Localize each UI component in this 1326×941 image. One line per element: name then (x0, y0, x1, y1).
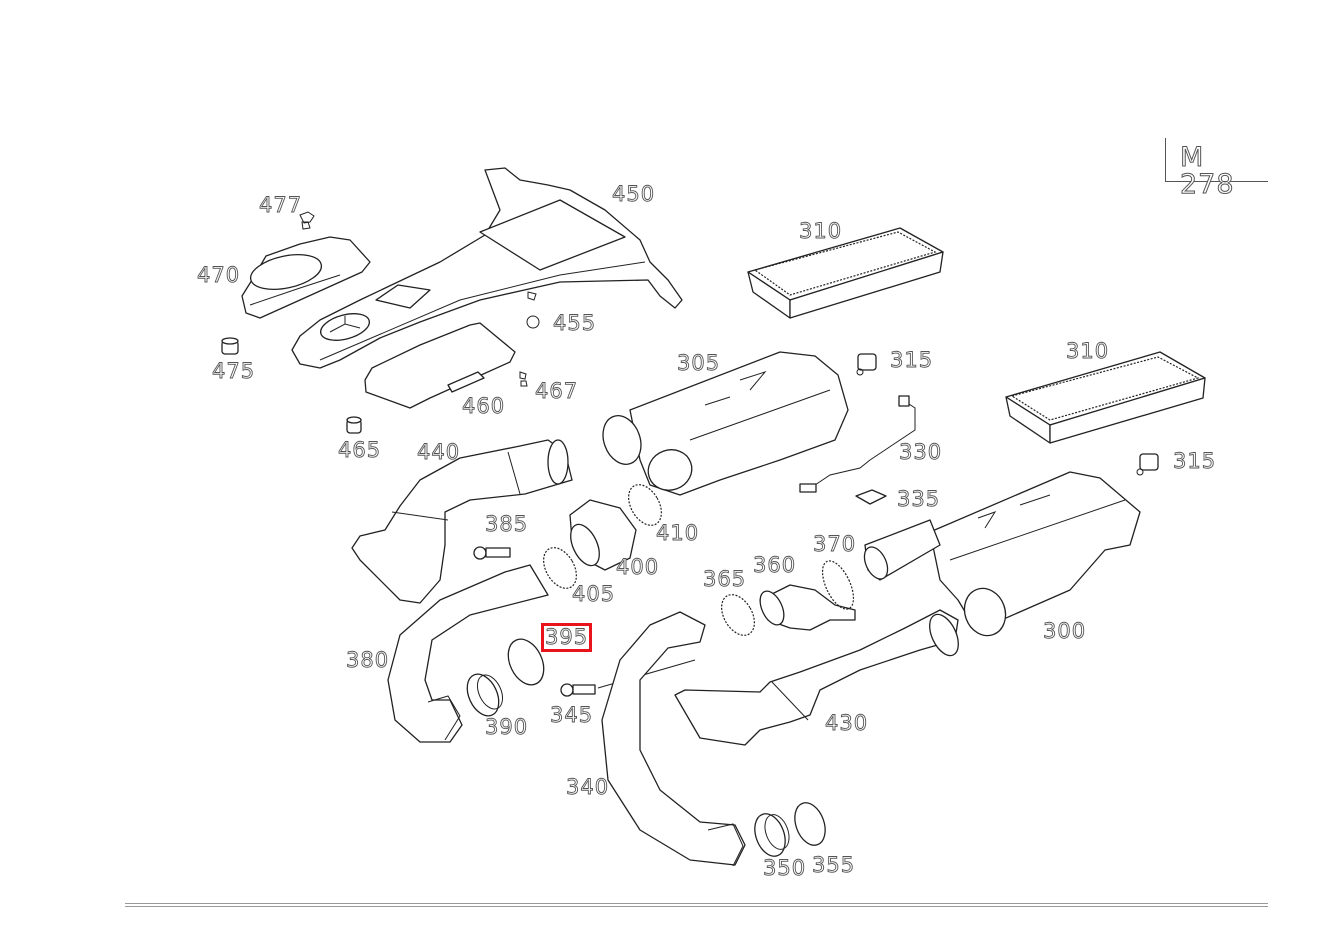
part-label-440[interactable]: 440 (417, 440, 461, 464)
sleeve-350-icon (754, 813, 790, 857)
part-label-360[interactable]: 360 (753, 553, 797, 577)
part-label-465[interactable]: 465 (338, 438, 382, 462)
bottom-divider (125, 903, 1268, 907)
part-label-410[interactable]: 410 (656, 521, 700, 545)
part-label-475[interactable]: 475 (212, 359, 256, 383)
hose-340-icon (601, 611, 746, 867)
clamp-395-icon (507, 638, 545, 686)
part-label-450[interactable]: 450 (612, 182, 656, 206)
part-label-300[interactable]: 300 (1043, 619, 1087, 643)
intake-duct-440-icon (351, 439, 573, 604)
sensor-315b-icon (1136, 453, 1159, 476)
part-label-467[interactable]: 467 (535, 379, 579, 403)
model-code: M 278 (1180, 142, 1235, 200)
part-label-405[interactable]: 405 (572, 582, 616, 606)
clip-477-icon (299, 211, 315, 230)
part-label-350[interactable]: 350 (763, 856, 807, 880)
hose-380-icon (387, 564, 549, 743)
part-label-470[interactable]: 470 (197, 263, 241, 287)
clip-455-icon (526, 291, 540, 329)
mass-airflow-sensor-400-icon (569, 499, 637, 571)
part-label-390[interactable]: 390 (485, 715, 529, 739)
sensor-315a-icon (856, 353, 877, 376)
clamp-355-icon (794, 802, 826, 846)
filter-housing-305-icon (602, 351, 849, 496)
part-label-365[interactable]: 365 (703, 567, 747, 591)
grommet-465-icon (346, 416, 362, 434)
part-label-340[interactable]: 340 (566, 775, 610, 799)
part-label-345[interactable]: 345 (550, 703, 594, 727)
wiring-harness-330-icon (799, 395, 916, 493)
cover-460-icon (364, 322, 516, 409)
engine-cover-450-icon (291, 167, 683, 369)
part-label-330[interactable]: 330 (899, 440, 943, 464)
air-filter-310a-icon (747, 227, 944, 319)
seal-410-icon (628, 484, 662, 526)
part-label-315b[interactable]: 315 (1173, 449, 1217, 473)
part-label-370[interactable]: 370 (813, 532, 857, 556)
part-label-477[interactable]: 477 (259, 193, 303, 217)
part-label-460[interactable]: 460 (462, 394, 506, 418)
part-label-310b[interactable]: 310 (1066, 339, 1110, 363)
part-label-335[interactable]: 335 (897, 487, 941, 511)
seal-365-icon (721, 594, 755, 636)
part-label-400[interactable]: 400 (616, 555, 660, 579)
bracket-335-icon (855, 489, 887, 505)
grommet-475-icon (221, 337, 239, 355)
air-filter-310b-icon (1005, 351, 1206, 444)
part-label-385[interactable]: 385 (485, 512, 529, 536)
part-label-380[interactable]: 380 (346, 648, 390, 672)
mass-airflow-sensor-360-icon (759, 584, 856, 631)
filter-housing-300-icon (863, 471, 1141, 637)
part-label-430[interactable]: 430 (825, 711, 869, 735)
part-label-395-highlighted[interactable]: 395 (540, 623, 593, 652)
sleeve-390-icon (466, 673, 504, 717)
seal-370-icon (821, 560, 855, 610)
seal-405-icon (543, 547, 577, 589)
part-label-310a[interactable]: 310 (799, 219, 843, 243)
trim-cover-470-icon (241, 236, 371, 319)
clip-467-icon (519, 371, 528, 387)
part-label-315a[interactable]: 315 (890, 348, 934, 372)
part-label-305[interactable]: 305 (677, 351, 721, 375)
part-label-355[interactable]: 355 (812, 853, 856, 877)
part-label-455[interactable]: 455 (553, 311, 597, 335)
bolt-385-icon (473, 546, 511, 560)
model-code-box: M 278 (1165, 138, 1268, 199)
intake-duct-430-icon (674, 609, 959, 746)
